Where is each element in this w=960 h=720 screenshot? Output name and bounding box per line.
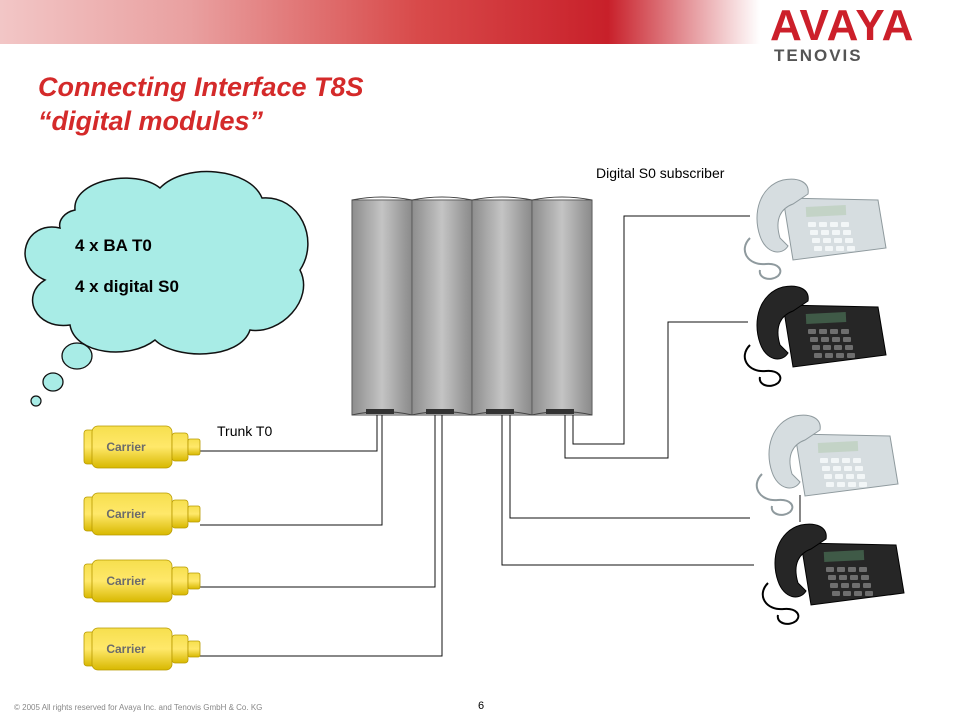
trunk-line-1 (200, 415, 378, 452)
cloud-text-line-2: 4 x digital S0 (75, 277, 179, 296)
subscriber-line-1 (572, 215, 750, 445)
telephone-icon (743, 178, 887, 280)
logo-text: AVAYA (770, 1, 915, 50)
thought-cloud (24, 170, 309, 407)
logo-subtext: TENOVIS (774, 46, 863, 65)
carrier-label: Carrier (106, 440, 146, 454)
trunk-label: Trunk T0 (217, 423, 273, 439)
cloud-text-line-1: 4 x BA T0 (75, 236, 152, 255)
cloud-bubble-1 (61, 342, 93, 370)
carrier-label: Carrier (106, 642, 146, 656)
telephone-icon (755, 414, 899, 516)
copyright-footer: © 2005 All rights reserved for Avaya Inc… (14, 703, 263, 712)
subscriber-line-2 (564, 321, 748, 459)
carrier-connector-4: Carrier (83, 627, 201, 671)
title-line-1: Connecting Interface T8S (38, 72, 364, 102)
cloud-bubble-2 (42, 372, 64, 392)
carrier-label: Carrier (106, 507, 146, 521)
page-number: 6 (478, 700, 485, 712)
carrier-connector-1: Carrier (83, 425, 201, 469)
cloud-bubble-3 (30, 395, 42, 407)
carrier-connector-3: Carrier (83, 559, 201, 603)
carrier-connector-2: Carrier (83, 492, 201, 536)
phones (743, 178, 905, 625)
trunk-line-4 (200, 415, 443, 657)
subscriber-line-3 (509, 415, 750, 519)
header-banner (0, 0, 760, 44)
subscriber-line-4 (501, 415, 754, 566)
slide-title: Connecting Interface T8S “digital module… (38, 70, 364, 138)
connection-lines (200, 215, 801, 657)
cloud-shape (24, 170, 309, 355)
t8s-module (351, 196, 593, 416)
trunk-line-2 (200, 415, 383, 526)
carrier-label: Carrier (106, 574, 146, 588)
title-line-2: “digital modules” (38, 106, 264, 136)
avaya-tenovis-logo: AVAYA TENOVIS (770, 4, 950, 66)
telephone-icon (743, 285, 887, 387)
telephone-icon (761, 523, 905, 625)
trunk-line-3 (200, 415, 436, 588)
subscriber-label: Digital S0 subscriber (596, 165, 725, 181)
